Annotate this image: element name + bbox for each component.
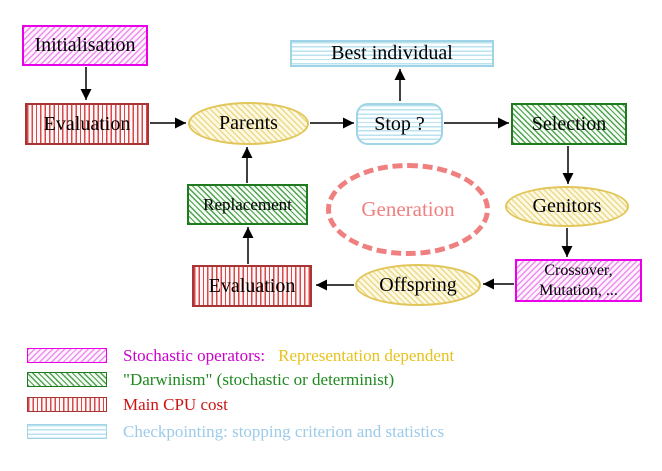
legend-swatch-cpu-cost xyxy=(27,397,107,412)
crossover-line1: Crossover, xyxy=(544,262,613,280)
legend-text-darwinism: "Darwinism" (stochastic or determinist) xyxy=(123,370,395,389)
node-selection: Selection xyxy=(511,103,627,145)
node-evaluation-top: Evaluation xyxy=(25,103,149,145)
node-genitors: Genitors xyxy=(505,186,629,227)
legend-label-checkpointing: Checkpointing: stopping criterion and st… xyxy=(123,422,445,441)
legend-text-stochastic: Stochastic operators: xyxy=(123,346,266,365)
node-stop: Stop ? xyxy=(356,103,443,145)
node-best-individual: Best individual xyxy=(290,40,494,67)
node-parents: Parents xyxy=(188,102,309,145)
node-evaluation-bottom: Evaluation xyxy=(192,265,312,307)
node-offspring: Offspring xyxy=(355,264,481,306)
legend-swatch-darwinism xyxy=(27,372,107,387)
node-initialisation: Initialisation xyxy=(22,25,148,66)
legend-text-cpu-cost: Main CPU cost xyxy=(123,395,228,414)
legend-label-darwinism: "Darwinism" (stochastic or determinist) xyxy=(123,370,395,389)
legend-text-checkpointing: Checkpointing: stopping criterion and st… xyxy=(123,422,445,441)
node-replacement: Replacement xyxy=(187,184,308,225)
node-crossover-mutation: Crossover, Mutation, ... xyxy=(515,259,642,302)
legend-swatch-stochastic-operators xyxy=(27,348,107,363)
legend-label-stochastic-operators: Stochastic operators: Representation dep… xyxy=(123,346,455,365)
crossover-line2: Mutation, ... xyxy=(539,281,618,299)
legend-label-cpu-cost: Main CPU cost xyxy=(123,395,228,414)
legend-text-representation: Representation dependent xyxy=(278,346,455,365)
node-generation-loop: Generation xyxy=(326,163,490,256)
legend-swatch-checkpointing xyxy=(27,424,107,439)
